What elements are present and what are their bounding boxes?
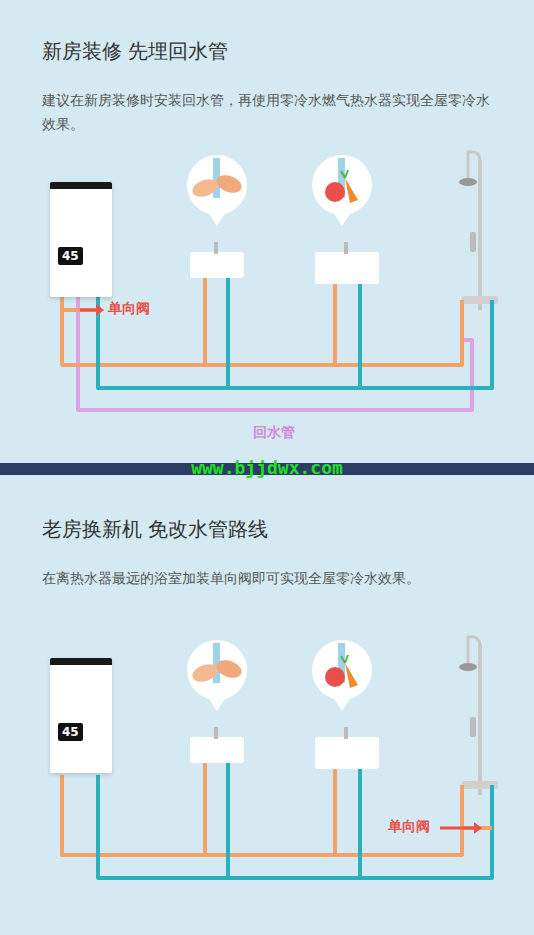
panel-heading: 新房装修 先埋回水管 [42,38,228,65]
watermark: www.bjjdwx.com [191,457,343,478]
valve-label: 单向阀 [388,818,430,836]
panel-heading: 老房换新机 免改水管路线 [42,516,268,543]
panel-description: 建议在新房装修时安装回水管，再使用零冷水燃气热水器实现全屋零冷水效果。 [42,88,502,136]
water-heater: 45 [50,182,112,297]
panel: 老房换新机 免改水管路线在离热水器最远的浴室加装单向阀即可实现全屋零冷水效果。 4… [0,476,534,935]
temperature-display: 45 [58,247,83,265]
return-pipe-label: 回水管 [250,424,298,442]
panel-description: 在离热水器最远的浴室加装单向阀即可实现全屋零冷水效果。 [42,566,502,590]
valve-label: 单向阀 [108,300,150,318]
panel: 新房装修 先埋回水管建议在新房装修时安装回水管，再使用零冷水燃气热水器实现全屋零… [0,0,534,462]
temperature-display: 45 [58,723,83,741]
water-heater: 45 [50,658,112,773]
